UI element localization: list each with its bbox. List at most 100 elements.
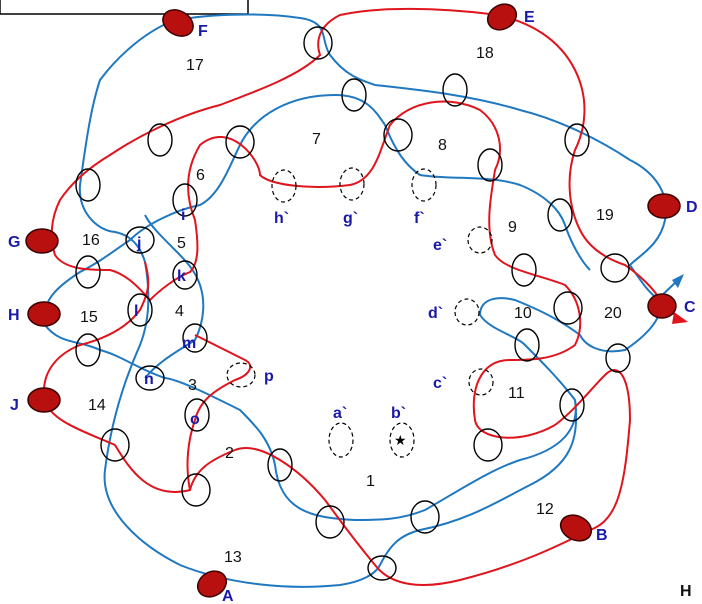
crossing-label-h: h` xyxy=(274,210,289,227)
region-9: 9 xyxy=(508,219,517,236)
crossing-oval xyxy=(511,253,537,287)
region-15: 15 xyxy=(80,309,98,326)
legend-box xyxy=(0,0,249,15)
crossing-oval xyxy=(442,73,468,107)
crossing-oval xyxy=(514,328,540,362)
crossing-oval xyxy=(410,500,440,534)
crossing-ovals xyxy=(75,26,631,581)
virtual-crossing-ovals xyxy=(226,167,494,458)
region-17: 17 xyxy=(186,57,204,74)
red-curve-right xyxy=(489,13,661,301)
terminal-labels: F E D C G H J B A xyxy=(8,9,698,604)
region-5: 5 xyxy=(177,235,186,252)
crossing-oval xyxy=(553,291,583,325)
crossing-oval xyxy=(383,118,413,152)
blue-curve-inner xyxy=(144,214,205,379)
crossing-oval xyxy=(182,323,208,353)
region-7: 7 xyxy=(312,131,321,148)
label-G: G xyxy=(8,234,20,251)
crossing-label-j: j xyxy=(136,235,141,252)
crossing-label-g: g` xyxy=(343,210,358,227)
crossing-oval xyxy=(184,398,210,432)
region-3: 3 xyxy=(188,377,197,394)
crossing-oval xyxy=(75,333,101,367)
region-20: 20 xyxy=(604,305,622,322)
crossing-oval xyxy=(127,293,153,327)
crossing-oval xyxy=(341,78,367,112)
region-11: 11 xyxy=(508,385,525,402)
crossing-oval xyxy=(473,428,503,462)
terminal-C xyxy=(647,293,677,319)
virtual-oval-b xyxy=(389,422,415,458)
crossing-oval xyxy=(564,123,590,157)
crossing-oval xyxy=(172,260,198,290)
crossing-label-i: i xyxy=(181,207,185,224)
terminal-D xyxy=(647,193,681,219)
crossing-oval xyxy=(125,226,155,254)
crossing-oval xyxy=(100,428,130,462)
label-F: F xyxy=(198,23,208,40)
crossing-oval xyxy=(477,148,503,182)
virtual-oval-h xyxy=(271,169,297,203)
crossing-oval xyxy=(181,473,211,507)
virtual-oval-p xyxy=(226,362,256,388)
virtual-oval-a xyxy=(328,422,354,458)
region-numbers: 1 2 3 4 5 6 7 8 9 10 11 12 13 14 15 16 1… xyxy=(80,45,622,566)
corner-clipped-text: H xyxy=(680,583,692,600)
crossing-oval xyxy=(315,505,345,539)
crossing-oval xyxy=(605,343,631,373)
crossing-labels: a` b` c` d` e` f` g` h` i j k l m n o p xyxy=(134,207,447,428)
terminals xyxy=(25,3,681,598)
crossing-label-k: k xyxy=(177,268,186,285)
region-8: 8 xyxy=(438,137,447,154)
region-19: 19 xyxy=(596,207,614,224)
crossing-label-b: b` xyxy=(391,405,406,422)
blue-curve-outer xyxy=(78,21,578,588)
region-10: 10 xyxy=(514,305,532,322)
label-B: B xyxy=(596,527,608,544)
crossing-oval xyxy=(303,26,333,60)
virtual-oval-e xyxy=(467,226,493,254)
terminal-H xyxy=(27,301,61,327)
blue-arrowhead xyxy=(672,274,684,288)
crossing-label-n: n xyxy=(144,371,154,388)
terminal-J xyxy=(27,387,61,413)
crossing-oval xyxy=(267,448,293,482)
crossing-oval xyxy=(147,123,173,157)
region-13: 13 xyxy=(224,549,242,566)
label-C: C xyxy=(684,299,696,316)
crossing-oval xyxy=(225,125,255,159)
crossing-oval xyxy=(172,183,198,217)
label-H: H xyxy=(8,307,20,324)
crossing-label-a: a` xyxy=(333,405,347,422)
crossing-oval xyxy=(559,388,585,422)
crossing-oval xyxy=(367,555,397,581)
red-arrowhead xyxy=(672,312,688,324)
label-E: E xyxy=(524,9,535,26)
label-D: D xyxy=(686,199,698,216)
terminal-A xyxy=(196,570,228,598)
crossing-oval xyxy=(600,253,630,283)
virtual-oval-f xyxy=(411,168,437,202)
region-6: 6 xyxy=(196,167,205,184)
star-marker: ★ xyxy=(394,433,407,449)
label-J: J xyxy=(10,397,19,414)
terminal-F xyxy=(162,9,194,37)
crossing-label-l: l xyxy=(134,303,138,320)
crossing-label-d: d` xyxy=(428,305,443,322)
virtual-oval-c xyxy=(468,368,494,396)
crossing-label-m: m xyxy=(182,335,196,352)
crossing-label-p: p xyxy=(264,368,274,385)
crossing-oval xyxy=(75,255,101,289)
region-14: 14 xyxy=(88,397,106,414)
crossing-label-o: o xyxy=(190,411,200,428)
crossing-oval xyxy=(75,168,101,202)
region-2: 2 xyxy=(225,445,234,462)
virtual-oval-d xyxy=(454,298,480,326)
region-4: 4 xyxy=(175,303,184,320)
region-1: 1 xyxy=(366,473,375,490)
crossing-label-f: f` xyxy=(414,210,425,227)
label-A: A xyxy=(222,588,234,604)
crossing-label-c: c` xyxy=(433,375,447,392)
